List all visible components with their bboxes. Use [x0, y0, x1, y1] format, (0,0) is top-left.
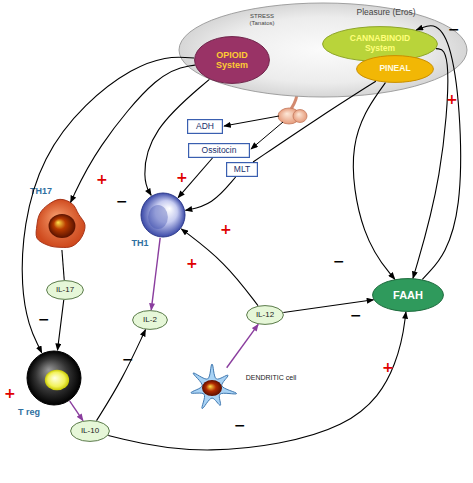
box-outline	[188, 120, 223, 134]
ellipse-outline	[47, 281, 84, 300]
cell-node: DENDRITIC cell	[178, 352, 303, 412]
node-label: Pleasure (Eros)	[356, 8, 416, 18]
node-label: MLT	[227, 165, 257, 175]
cell-nucleus	[148, 205, 168, 229]
connector	[71, 65, 195, 202]
leader-line	[224, 116, 279, 126]
effect-sign: +	[4, 386, 16, 400]
enzyme-ellipse: FAAH	[372, 278, 444, 312]
cytokine-ellipse: IL-12	[246, 305, 284, 325]
cell-nucleus	[202, 380, 222, 396]
node-label: ADH	[188, 122, 222, 132]
node-label: T reg	[12, 407, 46, 417]
cell-body	[36, 199, 85, 247]
connector	[22, 57, 194, 353]
connector	[416, 26, 460, 280]
node-label: CANNABINOID System	[340, 34, 420, 53]
node-label: FAAH	[378, 289, 438, 301]
effect-sign: +	[220, 222, 232, 236]
connector	[181, 229, 258, 306]
connector	[227, 324, 259, 367]
connector	[353, 83, 394, 280]
connector	[151, 238, 160, 310]
leader-line	[251, 122, 283, 149]
connector	[97, 330, 146, 421]
connector	[57, 300, 63, 350]
cytokine-ellipse: IL-10	[70, 420, 110, 442]
effect-sign: −	[122, 352, 134, 366]
ellipse-outline	[357, 56, 434, 83]
node-label: Ossitocin	[189, 146, 249, 156]
node-label: PINEAL	[365, 64, 425, 74]
cell-body	[191, 364, 237, 409]
ellipse-outline	[133, 311, 168, 330]
cell-node: T reg	[12, 350, 84, 422]
node-label: DENDRITIC cell	[240, 374, 302, 382]
effect-sign: +	[176, 170, 188, 184]
hormone-box: ADH	[187, 119, 223, 134]
connector	[62, 250, 64, 280]
cell-node: TH1	[128, 190, 188, 252]
cell-nucleus	[45, 370, 69, 391]
node-label: STRESS (Tanatos)	[240, 13, 284, 26]
node-label: IL-12	[247, 311, 283, 320]
node-label: TH1	[128, 238, 152, 248]
hormone-box: MLT	[226, 162, 258, 177]
effect-sign: +	[186, 256, 198, 270]
node-label: IL-2	[133, 316, 167, 325]
connector	[186, 177, 236, 210]
node-label: IL-17	[47, 286, 83, 295]
connector	[108, 312, 406, 450]
node-label: OPIOID System	[202, 50, 262, 70]
system-outline	[179, 3, 467, 97]
effect-sign: −	[116, 194, 128, 208]
node-label: IL-10	[71, 427, 109, 436]
cell-node: TH17	[26, 186, 94, 252]
node-label: TH17	[26, 186, 56, 196]
cytokine-ellipse: IL-2	[132, 310, 168, 330]
effect-sign: −	[38, 312, 50, 326]
connector	[70, 401, 83, 421]
ellipse-outline	[195, 37, 270, 84]
effect-sign: −	[333, 254, 345, 268]
cell-body	[27, 351, 81, 405]
pituitary-lobe	[293, 110, 307, 123]
effect-sign: −	[234, 418, 246, 432]
box-outline	[189, 144, 250, 158]
ellipse-outline	[373, 279, 444, 312]
hormone-box: Ossitocin	[188, 143, 250, 158]
cell-body	[141, 193, 185, 237]
box-outline	[227, 163, 258, 177]
node-shape	[178, 352, 303, 412]
effect-sign: +	[446, 92, 458, 106]
system-ellipse: OPIOID System	[194, 36, 270, 84]
connector	[253, 81, 376, 162]
effect-sign: +	[382, 360, 394, 374]
effect-sign: −	[448, 22, 460, 36]
cytokine-ellipse: IL-17	[46, 280, 84, 300]
ellipse-outline	[71, 421, 110, 442]
effect-sign: −	[350, 308, 362, 322]
system-ellipse: PINEAL	[356, 55, 434, 83]
ellipse-outline	[247, 306, 284, 325]
cell-nucleus	[49, 214, 76, 238]
connector	[145, 79, 210, 195]
effect-sign: +	[96, 172, 108, 186]
system-ellipse: Pleasure (Eros) STRESS (Tanatos) CANNABINO…	[178, 2, 468, 98]
connector	[413, 49, 448, 278]
